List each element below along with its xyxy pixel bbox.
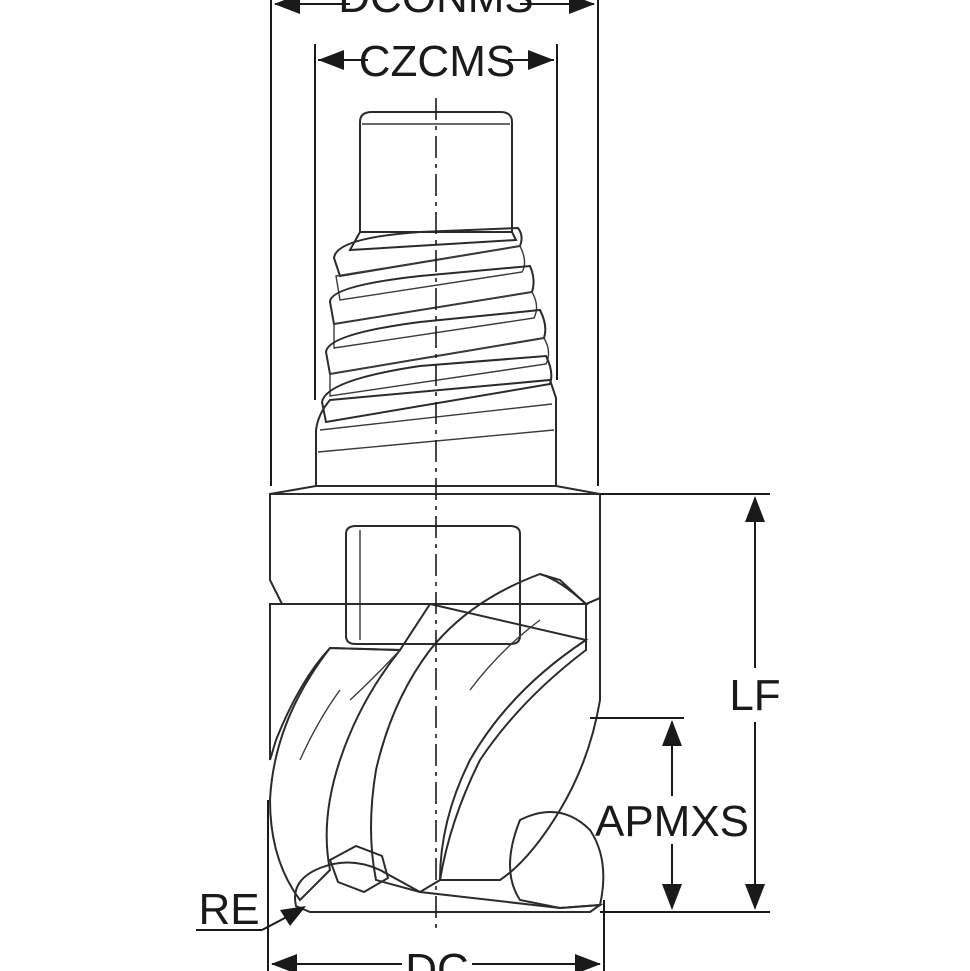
tool-body: [269, 485, 601, 645]
label-lf: LF: [729, 671, 780, 720]
dim-lf: LF: [600, 493, 781, 913]
label-dconms: DCONMS: [338, 0, 534, 22]
label-apmxs: APMXS: [595, 797, 749, 846]
cutting-flutes: [268, 572, 605, 913]
label-czcms: CZCMS: [359, 37, 515, 86]
shank-pilot: [359, 111, 513, 233]
dim-re: RE: [196, 885, 306, 934]
label-re: RE: [198, 885, 259, 934]
dim-dc: DC: [267, 800, 605, 971]
dim-dconms: DCONMS: [270, 0, 599, 486]
dim-apmxs: APMXS: [590, 717, 749, 910]
dim-czcms: CZCMS: [314, 37, 558, 400]
label-dc: DC: [405, 945, 469, 971]
